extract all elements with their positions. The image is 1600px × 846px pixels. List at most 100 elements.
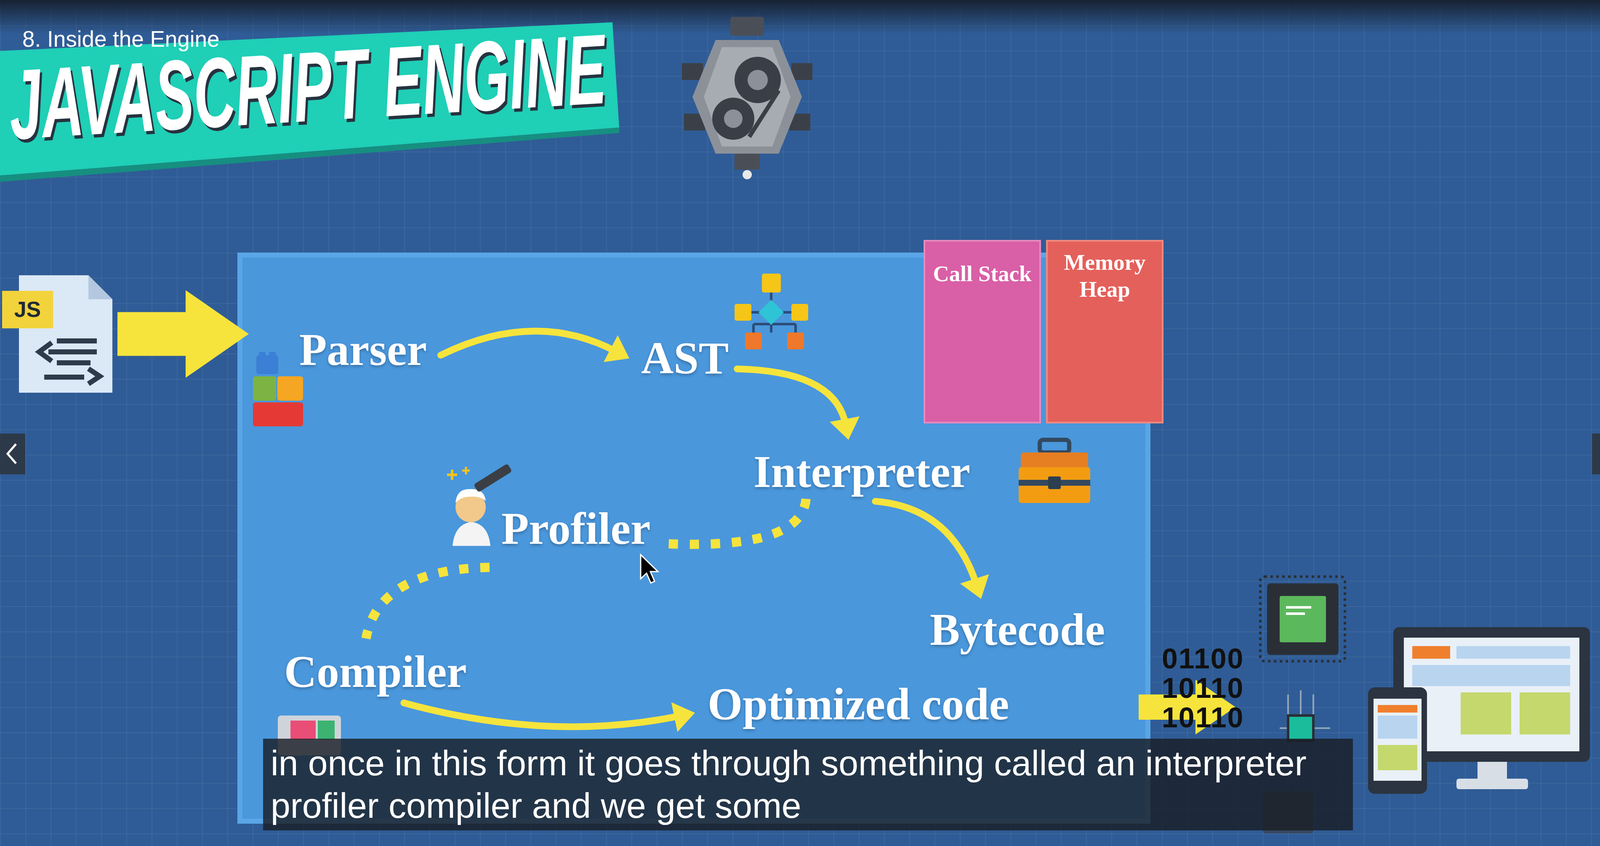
- stage-name: AST: [641, 332, 729, 385]
- stage-name: Compiler: [284, 646, 467, 698]
- nav-button: [1592, 433, 1600, 475]
- stage-name: Parser: [299, 324, 427, 376]
- engine-icon: [791, 63, 813, 80]
- cpu-chip-icon: [1285, 606, 1312, 609]
- subtitle-text: in once in this form it goes through som…: [270, 742, 1346, 828]
- cpu-chip-icon: [1285, 612, 1305, 615]
- stage-label: Interpreter: [750, 446, 974, 498]
- stage-label: Bytecode: [926, 604, 1109, 656]
- scientist-icon: [473, 463, 513, 493]
- desktop-monitor-icon: [1477, 761, 1507, 779]
- curved-arrow: [875, 501, 977, 586]
- engine-icon: [742, 170, 752, 180]
- circuit-icon: [1288, 715, 1314, 741]
- stage-label: Optimized code: [704, 678, 1013, 731]
- lego-blocks-icon: [252, 376, 277, 401]
- lego-blocks-icon: [258, 351, 266, 357]
- arrow-head: [960, 574, 990, 600]
- phone-icon: [1377, 715, 1418, 739]
- engine-icon: [747, 69, 768, 91]
- lego-blocks-icon: [252, 402, 304, 427]
- arrow-head: [829, 416, 860, 440]
- js-tag: JS: [2, 290, 54, 329]
- engine-icon: [703, 47, 791, 147]
- desktop-monitor-icon: [1403, 637, 1580, 752]
- toolbox-icon: [1039, 439, 1070, 453]
- stage-label: Parser: [250, 324, 431, 376]
- desktop-monitor-icon: [1456, 778, 1529, 790]
- ast-tree-icon: [745, 332, 762, 350]
- flow-arrow: [875, 501, 989, 600]
- engine-icon: [681, 63, 703, 80]
- desktop-monitor-icon: [1456, 646, 1571, 659]
- phone-icon: [1377, 705, 1418, 713]
- toolbox-icon: [1018, 467, 1091, 504]
- engine-icon: [692, 39, 802, 154]
- box-title: Memory Heap: [1051, 249, 1158, 303]
- stage-name: Interpreter: [753, 446, 971, 498]
- chapter-label: 8. Inside the Engine: [22, 26, 220, 52]
- arrow-head: [671, 702, 695, 733]
- engine-icon: [749, 90, 779, 137]
- lego-blocks-icon: [277, 376, 304, 401]
- scientist-icon: [452, 521, 491, 546]
- scientist-icon: [447, 469, 458, 480]
- subtitle-box: in once in this form it goes through som…: [263, 738, 1353, 831]
- stage-name: Bytecode: [929, 604, 1105, 656]
- ast-tree-icon: [787, 332, 804, 350]
- desktop-monitor-icon: [1412, 665, 1571, 687]
- phone-icon: [1373, 698, 1422, 781]
- lego-blocks-icon: [268, 351, 276, 357]
- engine-icon: [730, 16, 765, 36]
- ast-tree-icon: [758, 299, 784, 325]
- stage-label: AST: [637, 332, 733, 385]
- stage-label: Compiler: [280, 646, 471, 698]
- ast-tree-icon: [791, 303, 809, 321]
- phone-icon: [1368, 687, 1427, 794]
- engine-icon: [734, 153, 760, 170]
- compiler-icon: [317, 720, 335, 740]
- desktop-monitor-icon: [1519, 692, 1571, 735]
- toolbox-icon: [1018, 439, 1091, 504]
- box-title: Call Stack: [929, 260, 1036, 288]
- phone-icon: [1368, 687, 1427, 794]
- binary-digits: 10110: [1161, 673, 1244, 703]
- stage-name: Profiler: [501, 503, 651, 555]
- flow-arrow: [737, 369, 860, 440]
- ast-tree-icon: [734, 303, 752, 321]
- stage-label: Profiler: [497, 503, 655, 555]
- nav-button: [0, 433, 26, 475]
- binary-digits: 01100: [1161, 644, 1244, 673]
- desktop-monitor-icon: [1460, 692, 1512, 735]
- mouse-cursor: [640, 554, 658, 584]
- nav-button: [7, 444, 16, 464]
- ast-tree-icon: [761, 273, 781, 293]
- engine-icon: [681, 16, 813, 180]
- binary-digits: 10110: [1161, 702, 1244, 732]
- ast-tree-icon: [753, 322, 796, 326]
- phone-icon: [1377, 745, 1418, 771]
- flow-arrow: [664, 498, 807, 545]
- js-file-icon: [56, 360, 91, 366]
- cpu-chip-icon: [1260, 576, 1345, 662]
- js-file-icon: [88, 275, 113, 300]
- engine-icon: [724, 109, 743, 128]
- flow-arrow: [365, 567, 490, 639]
- memory-box: Memory Heap: [1046, 239, 1164, 424]
- cpu-chip-icon: [1260, 576, 1345, 662]
- toolbox-icon: [1020, 452, 1089, 470]
- js-file-icon: [44, 374, 85, 380]
- curved-arrow: [403, 702, 681, 727]
- engine-icon: [712, 97, 755, 140]
- flow-arrow: [440, 331, 630, 363]
- toolbox-icon: [1048, 476, 1061, 490]
- compiler-icon: [290, 720, 316, 740]
- js-file: JS: [2, 275, 118, 393]
- scientist-icon: [462, 466, 470, 475]
- flow-arrow: [117, 290, 249, 379]
- curved-arrow: [440, 331, 617, 356]
- curved-arrow: [737, 369, 846, 426]
- js-file-icon: [88, 368, 100, 384]
- stage-name: Optimized code: [707, 678, 1009, 731]
